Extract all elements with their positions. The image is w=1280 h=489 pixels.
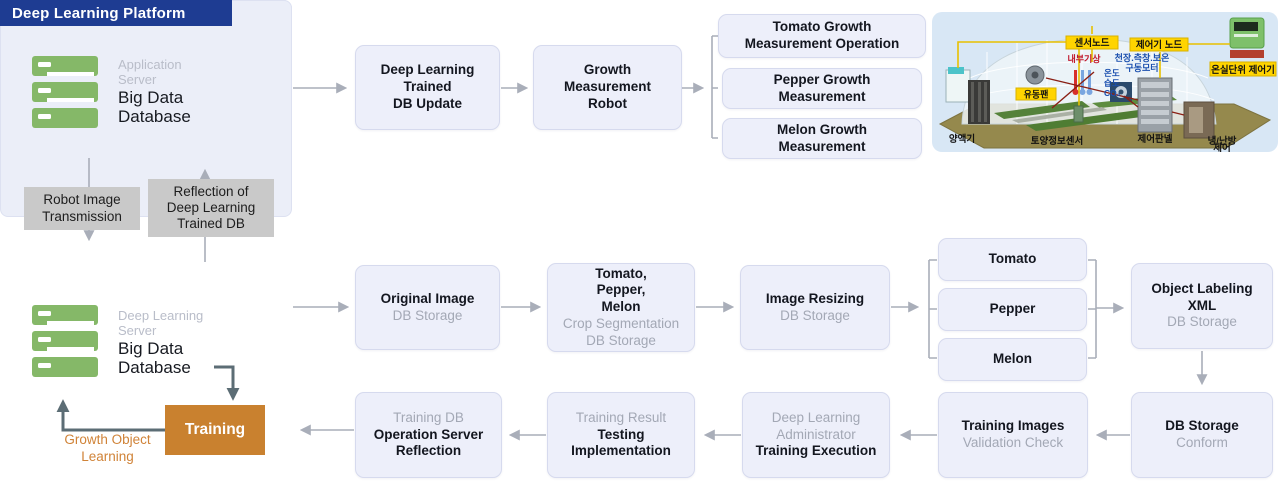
server-stack-icon: [32, 305, 98, 377]
flow-box-validation-check: Training Images Validation Check: [938, 392, 1088, 478]
svg-text:센서노드: 센서노드: [1075, 37, 1110, 49]
soil-sensor: [1073, 105, 1084, 123]
control-links: [1045, 71, 1185, 116]
reflection-trained-db-box: Reflection of Deep Learning Trained DB: [148, 179, 274, 237]
flow-box-melon-measurement: Melon Growth Measurement: [722, 118, 922, 159]
svg-text:유동팬: 유동팬: [1024, 89, 1049, 100]
thermometers: [1072, 70, 1093, 95]
svg-text:냉/난방: 냉/난방: [1208, 135, 1237, 147]
flow-box-tomato-operation: Tomato Growth Measurement Operation: [718, 14, 926, 58]
flow-box-db-conform: DB Storage Conform: [1131, 392, 1273, 478]
greenhouse-labels: 센서노드 제어기 노드 온실단위 제어기 유동팬 내부기상 천장.측창.보온 구…: [949, 35, 1277, 152]
svg-text:CO₂: CO₂: [1104, 88, 1121, 98]
svg-text:온실단위 제어기: 온실단위 제어기: [1211, 64, 1275, 76]
greenhouse-illustration: 센서노드 제어기 노드 온실단위 제어기 유동팬 내부기상 천장.측창.보온 구…: [932, 12, 1278, 152]
growth-object-learning-label: Growth Object Learning: [64, 432, 151, 464]
app-server-label: Application Server: [118, 57, 182, 88]
flow-box-object-labeling: Object Labeling XML DB Storage: [1131, 263, 1273, 349]
deep-learning-platform-header: Deep Learning Platform: [0, 0, 218, 26]
flow-box-tomato: Tomato: [938, 238, 1087, 281]
svg-text:제어판넬: 제어판넬: [1138, 133, 1173, 145]
cooling-heating-photo: [1183, 101, 1215, 139]
training-box: Training: [165, 405, 265, 455]
server-stack-icon: [32, 56, 98, 128]
flow-box-testing-implementation: Training Result Testing Implementation: [547, 392, 695, 478]
svg-text:제어: 제어: [1213, 142, 1230, 152]
crop-bed: [994, 101, 1090, 119]
nutrient-machine: [945, 67, 990, 124]
svg-text:토양정보센서: 토양정보센서: [1031, 135, 1083, 147]
flow-box-melon: Melon: [938, 338, 1087, 381]
flow-box-operation-reflection: Training DB Operation Server Reflection: [355, 392, 502, 478]
flow-box-original-image: Original Image DB Storage: [355, 265, 500, 350]
flow-box-crop-segmentation: Tomato, Pepper, Melon Crop Segmentation …: [547, 263, 695, 352]
crop-bed: [1026, 109, 1156, 131]
flow-box-image-resizing: Image Resizing DB Storage: [740, 265, 890, 350]
flow-box-db-update: Deep Learning Trained DB Update: [355, 45, 500, 130]
flow-box-growth-robot: Growth Measurement Robot: [533, 45, 682, 130]
svg-text:제어기 노드: 제어기 노드: [1136, 39, 1183, 51]
svg-text:천장.측창.보온: 천장.측창.보온: [1115, 52, 1170, 63]
flow-box-pepper: Pepper: [938, 288, 1087, 331]
robot-image-transmission-box: Robot Image Transmission: [24, 187, 140, 230]
dl-server-label: Deep Learning Server: [118, 308, 204, 339]
svg-text:습도: 습도: [1104, 78, 1120, 88]
sensor-links: [957, 26, 1230, 108]
flow-box-training-execution: Deep Learning Administrator Training Exe…: [742, 392, 890, 478]
svg-text:양액기: 양액기: [949, 133, 975, 145]
big-data-database-label: Big Data Database: [118, 339, 191, 378]
circulation-fan: [1025, 65, 1045, 85]
svg-text:구동모터: 구동모터: [1125, 62, 1158, 73]
flow-box-pepper-measurement: Pepper Growth Measurement: [722, 68, 922, 109]
unit-controller-device: [1229, 17, 1265, 58]
big-data-database-label: Big Data Database: [118, 88, 191, 127]
control-panel: [1137, 77, 1173, 133]
svg-text:온도: 온도: [1104, 68, 1120, 78]
svg-text:내부기상: 내부기상: [1067, 53, 1101, 64]
